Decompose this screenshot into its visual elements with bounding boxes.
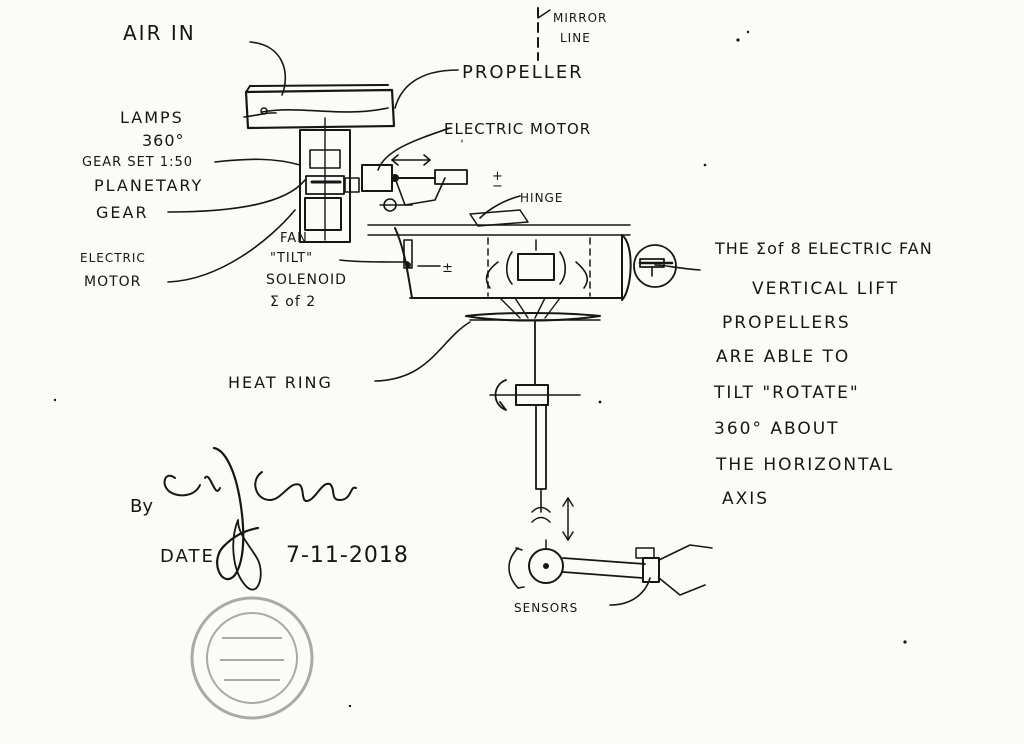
label-plus-minus: ± <box>442 261 453 276</box>
label-gear-set: GEAR SET 1:50 <box>82 155 193 170</box>
note-line-6: 360° ABOUT <box>714 419 840 439</box>
label-motor: MOTOR <box>84 274 141 290</box>
sensor-head <box>508 539 713 596</box>
note-line-1: THE Σof 8 ELECTRIC FAN <box>714 239 933 258</box>
heat-ring <box>465 312 601 322</box>
electric-motor-arm <box>361 154 468 212</box>
label-plus: + <box>492 169 503 184</box>
label-electric: ELECTRIC <box>80 251 146 265</box>
signature <box>163 446 357 591</box>
label-date-value: 7-11-2018 <box>286 543 409 568</box>
label-sensors: SENSORS <box>514 601 578 615</box>
label-planetary: PLANETARY <box>94 176 203 195</box>
label-line: LINE <box>560 31 591 45</box>
paper-specks <box>53 30 907 708</box>
label-tilt: "TILT" <box>270 251 313 266</box>
propeller-housing <box>244 84 396 130</box>
note-line-5: TILT "ROTATE" <box>713 383 860 403</box>
label-air-in: AIR IN <box>123 21 196 45</box>
label-solenoid: SOLENOID <box>266 272 347 288</box>
note-line-2: VERTICAL LIFT <box>752 279 899 299</box>
note-line-7: THE HORIZONTAL <box>715 455 894 475</box>
label-electric-motor-top: ELECTRIC MOTOR <box>444 120 591 138</box>
label-sigma-of-2: Σ of 2 <box>270 294 316 310</box>
label-mirror: MIRROR <box>553 11 607 25</box>
note-line-8: AXIS <box>722 489 769 509</box>
fan-body <box>367 139 632 319</box>
note-line-3: PROPELLERS <box>722 313 851 333</box>
label-by: By <box>130 496 153 517</box>
label-hinge: HINGE <box>520 191 563 205</box>
label-date: DATE <box>160 546 215 567</box>
label-heat-ring: HEAT RING <box>228 373 333 392</box>
label-lamps-360: 360° <box>142 131 185 150</box>
fan-symbol <box>633 244 677 288</box>
handwritten-labels: AIR IN MIRROR LINE PROPELLER LAMPS 360° … <box>80 11 607 615</box>
design-note: THE Σof 8 ELECTRIC FAN VERTICAL LIFT PRO… <box>713 239 933 509</box>
label-minus: − <box>492 179 503 194</box>
label-gear: GEAR <box>96 203 149 222</box>
mirror-line <box>537 7 551 61</box>
label-fan: FAN <box>280 231 308 246</box>
label-lamps: LAMPS <box>120 108 184 127</box>
label-propeller: PROPELLER <box>462 62 584 83</box>
gear-motor-column <box>299 117 360 243</box>
shaft-gimbal <box>489 321 581 541</box>
note-line-4: ARE ABLE TO <box>716 347 850 367</box>
notary-stamp <box>190 596 314 720</box>
